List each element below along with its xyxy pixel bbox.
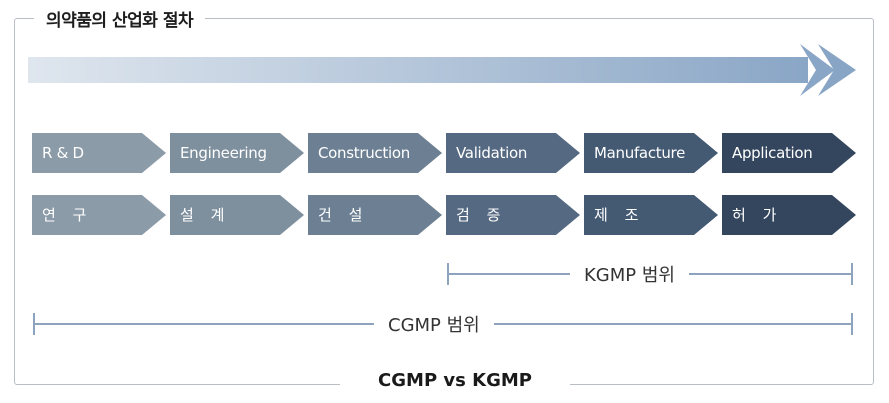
en-stage-4: Manufacture <box>584 133 718 173</box>
diagram-title: 의약품의 산업화 절차 <box>34 6 206 31</box>
ko-stage-shape-5 <box>722 195 856 235</box>
ko-stage-shape-2 <box>308 195 442 235</box>
cgmp-range-label: CGMP 범위 <box>374 311 494 337</box>
en-stage-label-1: Engineering <box>180 144 267 162</box>
ko-stage-label-2: 건 설 <box>318 206 369 224</box>
en-stage-label-0: R & D <box>42 144 84 162</box>
ko-stage-label-0: 연 구 <box>42 206 93 224</box>
ko-stage-5: 허 가 <box>722 195 856 235</box>
arrow-head-front <box>818 44 856 96</box>
en-stage-shape-5 <box>722 133 856 173</box>
en-stage-shape-2 <box>308 133 442 173</box>
ko-stage-label-5: 허 가 <box>732 206 783 224</box>
en-stage-5: Application <box>722 133 856 173</box>
arrow-head-back <box>800 44 835 96</box>
en-stage-1: Engineering <box>170 133 304 173</box>
ko-stage-shape-1 <box>170 195 304 235</box>
en-stage-2: Construction <box>308 133 442 173</box>
kgmp-range-label: KGMP 범위 <box>570 261 689 287</box>
en-stage-shape-4 <box>584 133 718 173</box>
ko-stage-1: 설 계 <box>170 195 304 235</box>
ko-stage-4: 제 조 <box>584 195 718 235</box>
en-stage-label-3: Validation <box>456 144 528 162</box>
ko-stage-shape-3 <box>446 195 580 235</box>
ko-stage-3: 검 증 <box>446 195 580 235</box>
ko-stage-0: 연 구 <box>32 195 166 235</box>
ko-stage-shape-4 <box>584 195 718 235</box>
en-stage-shape-0 <box>32 133 166 173</box>
en-stage-3: Validation <box>446 133 580 173</box>
ko-stage-label-1: 설 계 <box>180 206 231 224</box>
en-stage-label-2: Construction <box>318 144 410 162</box>
diagram-caption: CGMP vs KGMP <box>340 370 570 391</box>
en-stage-shape-3 <box>446 133 580 173</box>
en-stage-0: R & D <box>32 133 166 173</box>
ko-stage-2: 건 설 <box>308 195 442 235</box>
ko-stage-shape-0 <box>32 195 166 235</box>
en-stage-label-5: Application <box>732 144 813 162</box>
en-stage-shape-1 <box>170 133 304 173</box>
arrow-shaft <box>28 57 808 83</box>
ko-stage-label-4: 제 조 <box>594 206 645 224</box>
ko-stage-label-3: 검 증 <box>456 206 507 224</box>
en-stage-label-4: Manufacture <box>594 144 686 162</box>
